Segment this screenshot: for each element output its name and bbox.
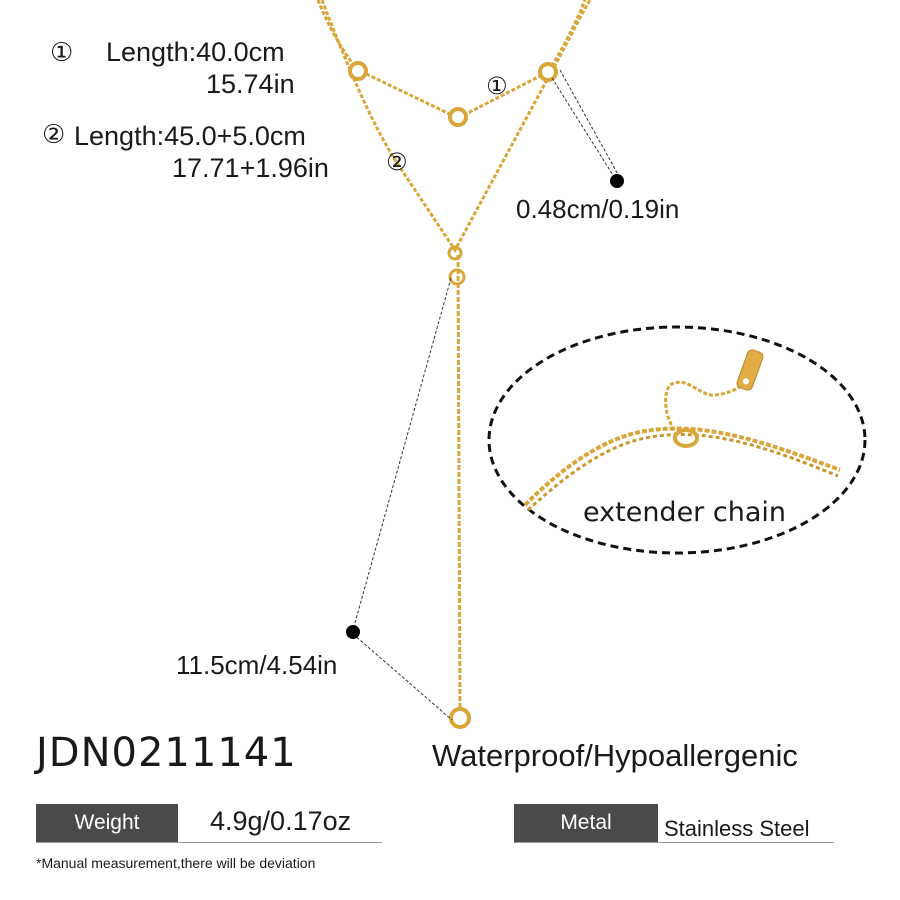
pendant-size-label: 0.48cm/0.19in [516,194,680,224]
pendant-size-dot [610,174,624,188]
chain-strand-1 [316,0,587,120]
pendant-size-leader [559,69,621,179]
metal-tag: Metal [514,804,658,842]
length-1-cm: Length:40.0cm [106,37,285,67]
pendant-stone [348,61,368,81]
pendant-size-leader [551,77,617,181]
pendant-stone [449,707,471,729]
metal-value: Stainless Steel [664,816,810,841]
connector-ring [448,268,466,286]
drop-length-label: 11.5cm/4.54in [176,650,338,680]
pendant-stone [448,107,468,127]
lobster-clasp [673,428,699,448]
extender-chain-strand [526,432,839,512]
extender-chain-strand [523,426,841,507]
length-2-in: 17.71+1.96in [172,153,329,183]
extender-tag [736,349,764,391]
marker-one: ① [50,38,74,68]
length-1-in: 15.74in [206,69,295,99]
drop-length-dot [346,625,360,639]
marker-two: ② [42,120,66,150]
product-features: Waterproof/Hypoallergenic [432,738,798,773]
metal-underline [514,842,834,843]
chain-marker-one: ① [486,72,508,100]
length-2-cm: Length:45.0+5.0cm [74,121,306,151]
weight-tag: Weight [36,804,178,842]
chain-strand-2 [320,0,592,253]
weight-value: 4.9g/0.17oz [210,806,352,836]
measurement-note: *Manual measurement,there will be deviat… [36,855,316,871]
drop-length-leader [352,277,452,631]
connector-ring [447,245,463,261]
drop-length-leader [352,633,453,721]
drop-chain [456,254,462,713]
extender-chain-label: extender chain [583,497,786,528]
pendant-stone [538,62,558,82]
product-sku: JDN0211141 [36,730,297,776]
chain-marker-two: ② [386,148,408,176]
weight-underline [36,842,382,843]
